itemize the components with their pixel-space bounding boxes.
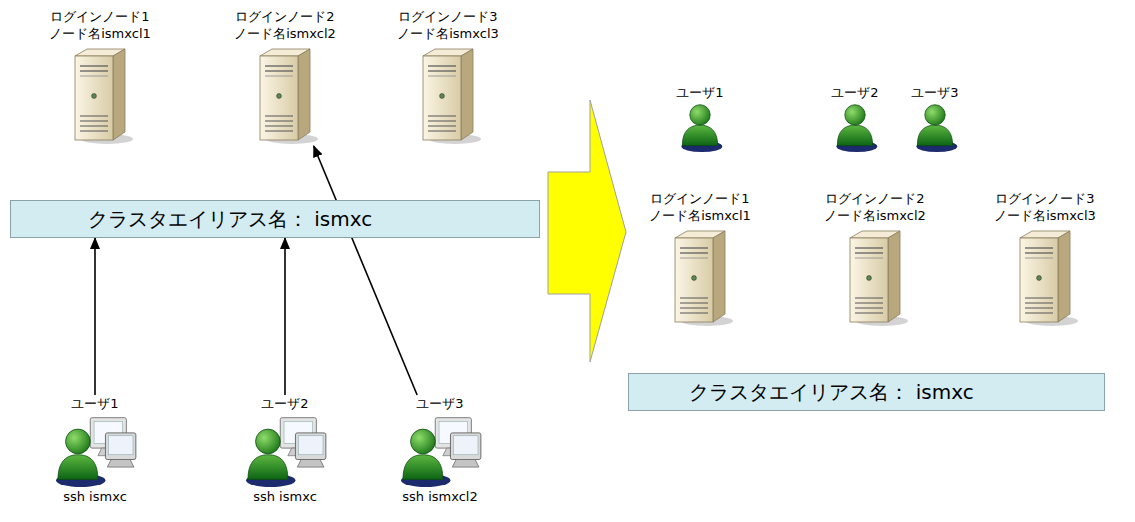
node-label: ログインノード3 ノード名ismxcl3 [384, 8, 512, 42]
band-label: クラスタエイリアス名： ismxc [689, 380, 973, 404]
user: ユーザ2 [831, 84, 879, 153]
login-node: ログインノード3 ノード名ismxcl3 [981, 190, 1109, 328]
ssh-connection-arrow [94, 238, 96, 395]
ssh-connection-arrow [284, 238, 286, 395]
ssh-command: ssh ismxc [253, 488, 317, 505]
node-label: ログインノード3 ノード名ismxcl3 [981, 190, 1109, 224]
server-icon [665, 228, 735, 328]
login-node: ログインノード2 ノード名ismxcl2 [811, 190, 939, 328]
user-pc-icon [56, 418, 136, 487]
transition-arrow [548, 100, 626, 362]
server-icon [840, 228, 910, 328]
server-icon [250, 46, 320, 146]
user-pc-icon [52, 412, 138, 488]
ssh-connection-arrow [314, 146, 417, 395]
server-icon [1020, 231, 1078, 326]
user-icon [911, 101, 959, 153]
band-label: クラスタエイリアス名： ismxc [88, 207, 372, 231]
user-icon [836, 105, 877, 152]
user-terminal: ユーザ1 ssh ismxc [52, 395, 138, 505]
user-label: ユーザ1 [676, 84, 723, 101]
ssh-command: ssh ismxc [63, 488, 127, 505]
server-icon [413, 46, 483, 146]
user-label: ユーザ1 [71, 395, 118, 412]
node-label: ログインノード2 ノード名ismxcl2 [811, 190, 939, 224]
user-label: ユーザ3 [911, 84, 958, 101]
node-label: ログインノード1 ノード名ismxcl1 [636, 190, 764, 224]
server-icon [423, 49, 481, 144]
login-node: ログインノード1 ノード名ismxcl1 [636, 190, 764, 328]
user-label: ユーザ3 [416, 395, 463, 412]
login-node: ログインノード1 ノード名ismxcl1 [36, 8, 164, 146]
server-icon [675, 231, 733, 326]
login-node: ログインノード2 ノード名ismxcl2 [221, 8, 349, 146]
server-icon [850, 231, 908, 326]
login-node: ログインノード3 ノード名ismxcl3 [384, 8, 512, 146]
user-terminal: ユーザ3 ssh ismxcl2 [397, 395, 483, 505]
user-label: ユーザ2 [261, 395, 308, 412]
node-label: ログインノード2 ノード名ismxcl2 [221, 8, 349, 42]
user-icon [916, 105, 957, 152]
user-pc-icon [242, 412, 328, 488]
user-icon [681, 105, 722, 152]
server-icon [75, 49, 133, 144]
node-label: ログインノード1 ノード名ismxcl1 [36, 8, 164, 42]
user: ユーザ1 [676, 84, 724, 153]
user-icon [831, 101, 879, 153]
user-pc-icon [401, 418, 481, 487]
cluster-alias-band: クラスタエイリアス名： ismxc [10, 200, 540, 238]
user: ユーザ3 [911, 84, 959, 153]
server-icon [65, 46, 135, 146]
server-icon [1010, 228, 1080, 328]
user-icon [676, 101, 724, 153]
server-icon [260, 49, 318, 144]
user-pc-icon [397, 412, 483, 488]
user-label: ユーザ2 [831, 84, 878, 101]
cluster-alias-band: クラスタエイリアス名： ismxc [628, 373, 1105, 411]
user-terminal: ユーザ2 ssh ismxc [242, 395, 328, 505]
ssh-command: ssh ismxcl2 [402, 488, 477, 505]
user-pc-icon [246, 418, 326, 487]
